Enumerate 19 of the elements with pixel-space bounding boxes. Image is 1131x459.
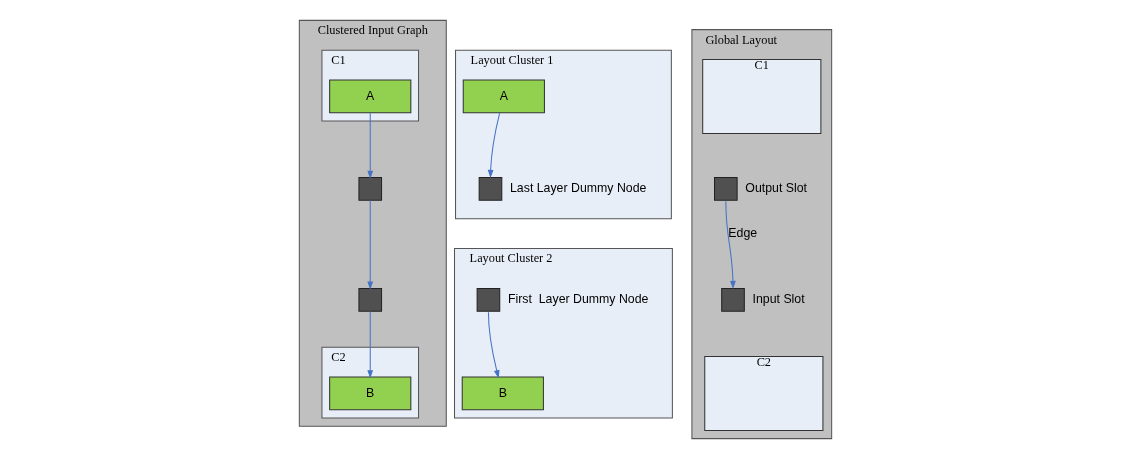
edge-label: Edge — [728, 225, 758, 240]
node-box: C2 — [704, 355, 824, 431]
arrow — [725, 200, 736, 290]
node-box: A — [329, 79, 412, 114]
node-label: Output Slot — [745, 181, 808, 196]
node-box — [358, 177, 383, 201]
node-label: First Layer Dummy Node — [507, 292, 649, 307]
node-box: B — [329, 376, 412, 411]
node-box — [358, 288, 383, 312]
arrow — [487, 311, 500, 379]
node-box: B — [461, 376, 544, 411]
arrow — [367, 310, 374, 379]
arrow — [367, 199, 374, 290]
node-label: Input Slot — [752, 292, 805, 307]
node-box: A — [462, 79, 545, 114]
node-box: C1 — [702, 58, 822, 134]
node-label: Last Layer Dummy Node — [510, 181, 647, 196]
arrow — [487, 112, 501, 179]
arrow — [367, 112, 374, 179]
